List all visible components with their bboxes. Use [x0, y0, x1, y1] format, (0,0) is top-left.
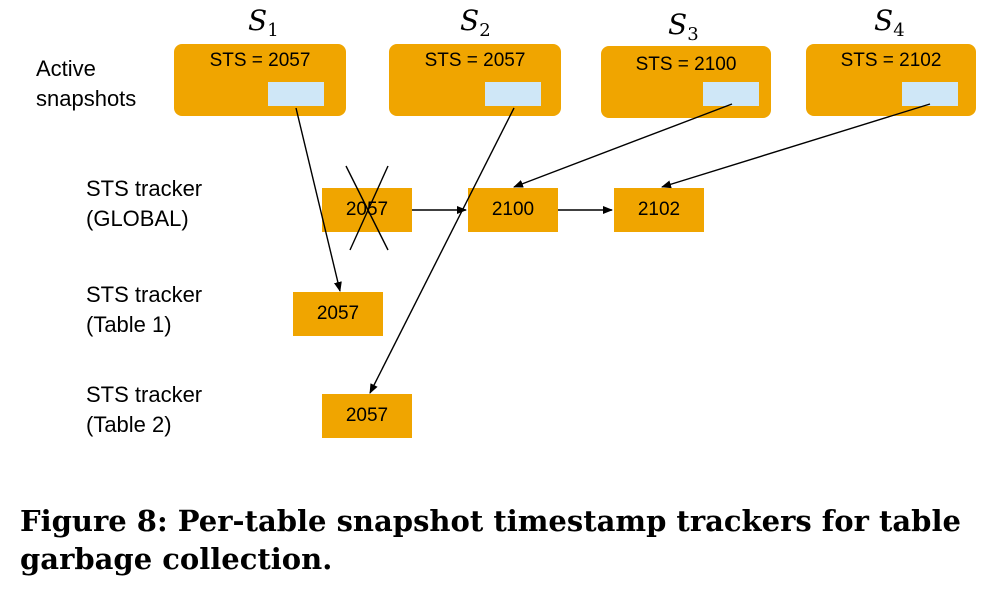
- snapshot-box-s1: STS = 2057: [174, 44, 346, 116]
- s2-pointer-arrow: [369, 107, 515, 394]
- global-tracker-entry-removed: 2057: [322, 188, 412, 232]
- table2-tracker-entry: 2057: [322, 394, 412, 438]
- removed-cross-line: [349, 165, 389, 251]
- table2-tracker-label: STS tracker (Table 2): [86, 382, 203, 437]
- snapshot-name-s2: S2: [460, 4, 491, 42]
- snapshot-name-s4: S4: [874, 4, 905, 42]
- snapshot-name-s1: S1: [248, 4, 279, 42]
- global-tracker-entry: 2100: [468, 188, 558, 232]
- table1-tracker-label: STS tracker (Table 1): [86, 282, 203, 337]
- figure-caption: Figure 8: Per-table snapshot timestamp t…: [20, 504, 961, 576]
- active-snapshots-label: Active snapshots: [36, 56, 137, 111]
- snapshot-slot-s2: [485, 82, 541, 106]
- snapshot-sts-s3: STS = 2100: [635, 54, 737, 75]
- snapshot-box-s4: STS = 2102: [806, 44, 976, 116]
- global-tracker-label: STS tracker (GLOBAL): [86, 176, 203, 231]
- snapshot-slot-s3: [703, 82, 759, 106]
- s1-pointer-arrow: [295, 107, 342, 292]
- snapshot-sts-s4: STS = 2102: [840, 50, 942, 71]
- snapshot-box-s2: STS = 2057: [389, 44, 561, 116]
- removed-cross-line: [345, 165, 389, 251]
- s4-pointer-arrow: [661, 103, 931, 189]
- global-tracker-entry: 2102: [614, 188, 704, 232]
- snapshot-sts-s1: STS = 2057: [209, 50, 311, 71]
- snapshot-slot-s1: [268, 82, 324, 106]
- s3-pointer-arrow: [513, 103, 733, 188]
- snapshot-box-s3: STS = 2100: [601, 46, 771, 118]
- table1-tracker-entry: 2057: [293, 292, 383, 336]
- snapshot-sts-s2: STS = 2057: [424, 50, 526, 71]
- snapshot-name-s3: S3: [668, 8, 699, 46]
- snapshot-slot-s4: [902, 82, 958, 106]
